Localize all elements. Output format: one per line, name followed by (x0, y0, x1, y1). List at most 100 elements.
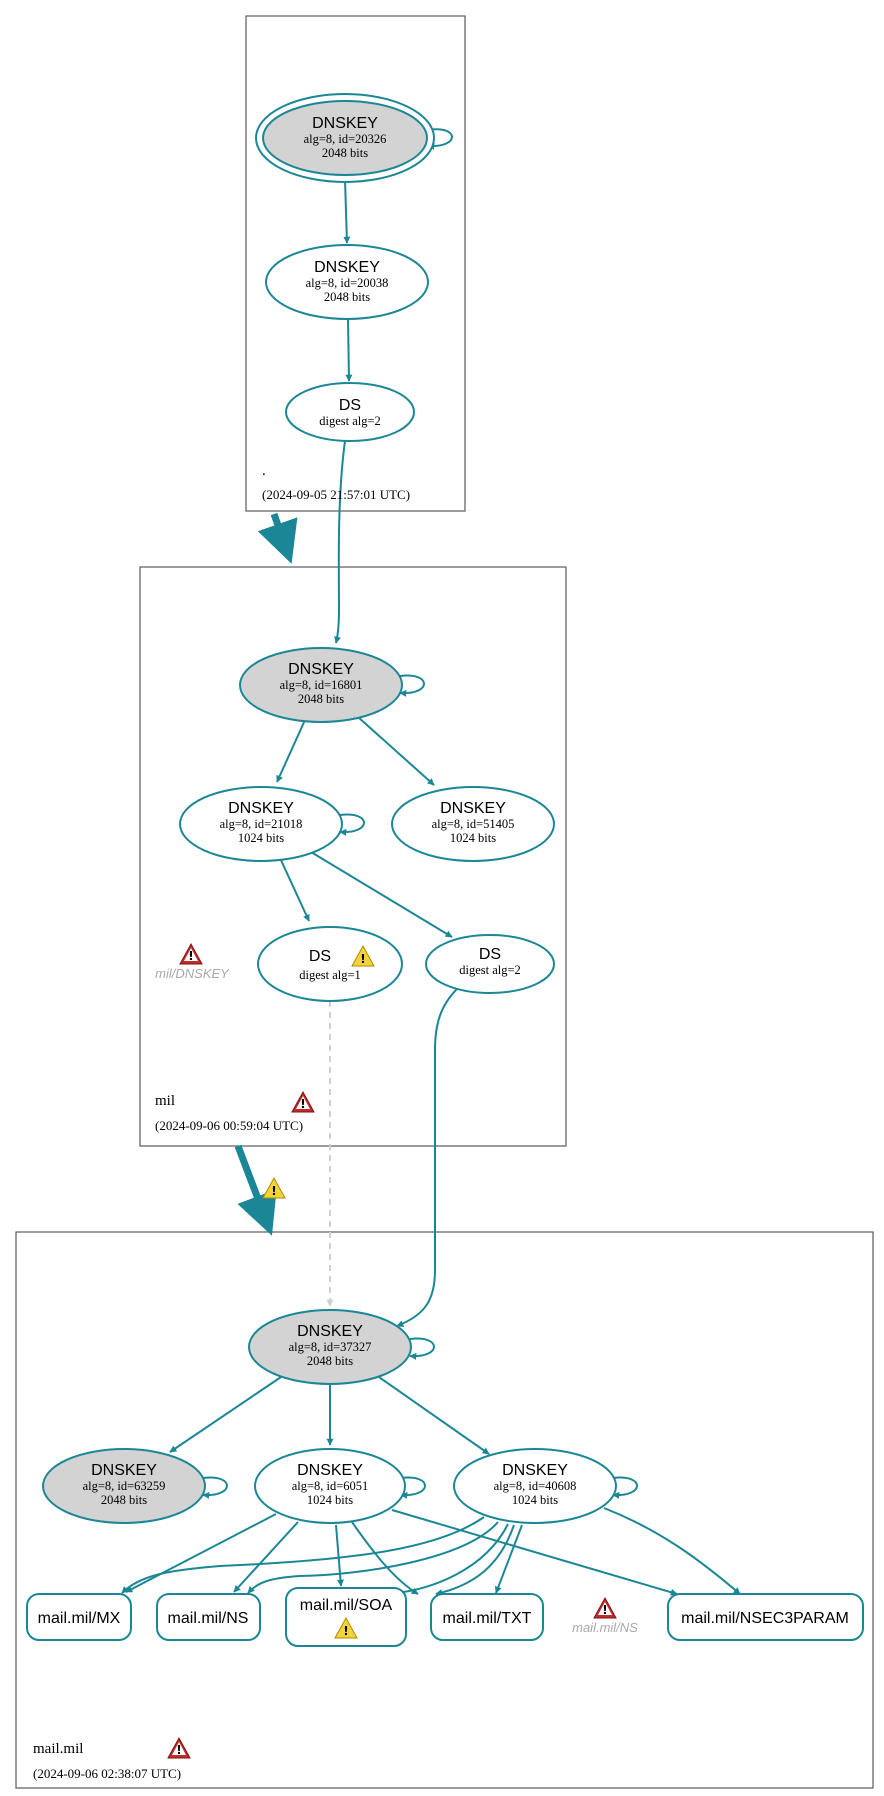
node-title: DS (309, 948, 331, 965)
node-key-size: 2048 bits (101, 1493, 147, 1507)
svg-text:!: ! (300, 1097, 305, 1111)
svg-text:!: ! (176, 1743, 181, 1757)
zone-root-name: . (262, 463, 266, 479)
edge-mil-zsk1-self (339, 813, 365, 836)
node-key-info: alg=8, id=6051 (292, 1479, 369, 1493)
zone-mil-name: mil (155, 1093, 175, 1109)
rrset-nsec3param[interactable]: mail.mil/NSEC3PARAM (667, 1593, 864, 1641)
yellow-warning-triangle-icon[interactable]: ! (351, 944, 375, 967)
node-key-info: alg=8, id=63259 (83, 1479, 166, 1493)
node-title: DNSKEY (440, 800, 506, 817)
node-key-info: alg=8, id=51405 (432, 817, 515, 831)
rrset-ns[interactable]: mail.mil/NS (156, 1593, 261, 1641)
delegation-root-to-mil (257, 512, 298, 564)
rrset-mx[interactable]: mail.mil/MX (26, 1593, 132, 1641)
ghost-label: mail.mil/NS (572, 1620, 638, 1635)
zone-mailmil-date: (2024-09-06 02:38:07 UTC) (33, 1766, 181, 1781)
node-mail-dnskey-40608[interactable]: DNSKEY alg=8, id=40608 1024 bits (453, 1448, 617, 1524)
edge-mail-ksk-self (409, 1337, 435, 1360)
edge-mail-ksk-to-40608 (375, 1374, 490, 1455)
zone-root-date: (2024-09-05 21:57:01 UTC) (262, 487, 410, 502)
rrset-label: mail.mil/NS (168, 1610, 249, 1627)
node-root-dnskey-20326[interactable]: DNSKEY alg=8, id=20326 2048 bits (255, 93, 435, 183)
rrset-label: mail.mil/TXT (443, 1610, 532, 1627)
red-warning-triangle-icon[interactable]: ! (593, 1596, 617, 1619)
node-title: DNSKEY (288, 661, 354, 678)
edge-6051-to-mx (125, 1513, 277, 1593)
edge-6051-to-ns (233, 1521, 299, 1593)
edge-40608-to-mx (121, 1516, 485, 1594)
delegation-mil-to-mailmil (234, 1144, 277, 1236)
node-key-size: 1024 bits (450, 831, 496, 845)
rrset-soa[interactable]: mail.mil/SOA ! (285, 1587, 407, 1647)
node-mil-dnskey-51405[interactable]: DNSKEY alg=8, id=51405 1024 bits (391, 786, 555, 862)
node-title: DNSKEY (314, 259, 380, 276)
node-key-size: 1024 bits (512, 1493, 558, 1507)
node-digest: digest alg=1 (299, 968, 361, 982)
node-key-size: 1024 bits (238, 831, 284, 845)
node-title: DS (339, 397, 361, 414)
node-title: DS (479, 946, 501, 963)
edge-root-ksk-self (427, 128, 453, 150)
edge-63259-self (202, 1476, 228, 1499)
edge-mil-ksk-to-zsk2 (357, 716, 435, 786)
red-warning-triangle-icon[interactable]: ! (291, 1090, 315, 1113)
zone-mailmil-box (15, 1231, 874, 1789)
edge-6051-self (400, 1476, 426, 1499)
edge-40608-to-nsec3param (603, 1507, 741, 1595)
mil-dnskey-error[interactable]: ! mil/DNSKEY (155, 942, 230, 981)
node-mail-dnskey-6051[interactable]: DNSKEY alg=8, id=6051 1024 bits (254, 1448, 406, 1524)
edge-root-ds-to-mil-ksk (334, 440, 346, 644)
edge-40608-to-soa (394, 1523, 509, 1596)
node-digest: digest alg=2 (319, 414, 381, 428)
node-mail-dnskey-37327[interactable]: DNSKEY alg=8, id=37327 2048 bits (248, 1309, 412, 1385)
node-title: DNSKEY (312, 115, 378, 132)
mail-ns-error[interactable]: ! mail.mil/NS (572, 1596, 638, 1635)
node-key-info: alg=8, id=20326 (304, 132, 387, 146)
node-root-dnskey-20038[interactable]: DNSKEY alg=8, id=20038 2048 bits (265, 244, 429, 320)
node-key-size: 2048 bits (322, 146, 368, 160)
yellow-warning-triangle-icon[interactable]: ! (334, 1616, 358, 1639)
edge-6051-to-txt (351, 1521, 419, 1595)
ghost-label: mil/DNSKEY (155, 966, 230, 981)
yellow-warning-triangle-icon[interactable]: ! (262, 1176, 286, 1199)
node-mil-ds-alg1[interactable]: DS ! digest alg=1 (257, 926, 403, 1002)
red-warning-triangle-icon[interactable]: ! (179, 942, 203, 965)
zone-root-box (245, 15, 466, 512)
rrset-txt[interactable]: mail.mil/TXT (430, 1593, 544, 1641)
node-key-size: 2048 bits (307, 1354, 353, 1368)
node-key-info: alg=8, id=40608 (494, 1479, 577, 1493)
svg-text:!: ! (271, 1184, 276, 1198)
node-key-size: 1024 bits (307, 1493, 353, 1507)
edge-root-ksk-to-zsk (343, 179, 351, 244)
node-title: DNSKEY (297, 1462, 363, 1479)
zone-mailmil-name: mail.mil (33, 1741, 83, 1757)
node-key-info: alg=8, id=21018 (220, 817, 303, 831)
node-mil-ds-alg2[interactable]: DS digest alg=2 (425, 934, 555, 994)
node-key-info: alg=8, id=37327 (289, 1340, 372, 1354)
edge-mail-ksk-to-63259 (169, 1374, 285, 1453)
zone-mil-date: (2024-09-06 00:59:04 UTC) (155, 1118, 303, 1133)
node-mail-dnskey-63259[interactable]: DNSKEY alg=8, id=63259 2048 bits (42, 1448, 206, 1524)
node-mil-dnskey-21018[interactable]: DNSKEY alg=8, id=21018 1024 bits (179, 786, 343, 862)
node-mil-dnskey-16801[interactable]: DNSKEY alg=8, id=16801 2048 bits (239, 647, 403, 723)
node-key-size: 2048 bits (298, 692, 344, 706)
svg-text:!: ! (343, 1624, 348, 1638)
node-title: DNSKEY (228, 800, 294, 817)
edge-mil-zsk1-to-ds1 (279, 857, 310, 922)
edge-mil-zsk1-to-ds2 (310, 851, 453, 938)
node-digest: digest alg=2 (459, 963, 521, 977)
red-warning-triangle-icon[interactable]: ! (167, 1736, 191, 1759)
edge-mil-ksk-to-zsk1 (276, 719, 306, 783)
edge-root-zsk-to-ds (345, 318, 353, 382)
edge-40608-to-txt-2 (494, 1524, 523, 1594)
edge-40608-self (612, 1476, 638, 1499)
svg-text:!: ! (188, 949, 193, 963)
node-key-size: 2048 bits (324, 290, 370, 304)
rrset-label: mail.mil/MX (38, 1610, 121, 1627)
node-title: DNSKEY (297, 1323, 363, 1340)
node-root-ds[interactable]: DS digest alg=2 (285, 382, 415, 442)
rrset-label: mail.mil/NSEC3PARAM (681, 1610, 849, 1627)
svg-text:!: ! (602, 1603, 607, 1617)
